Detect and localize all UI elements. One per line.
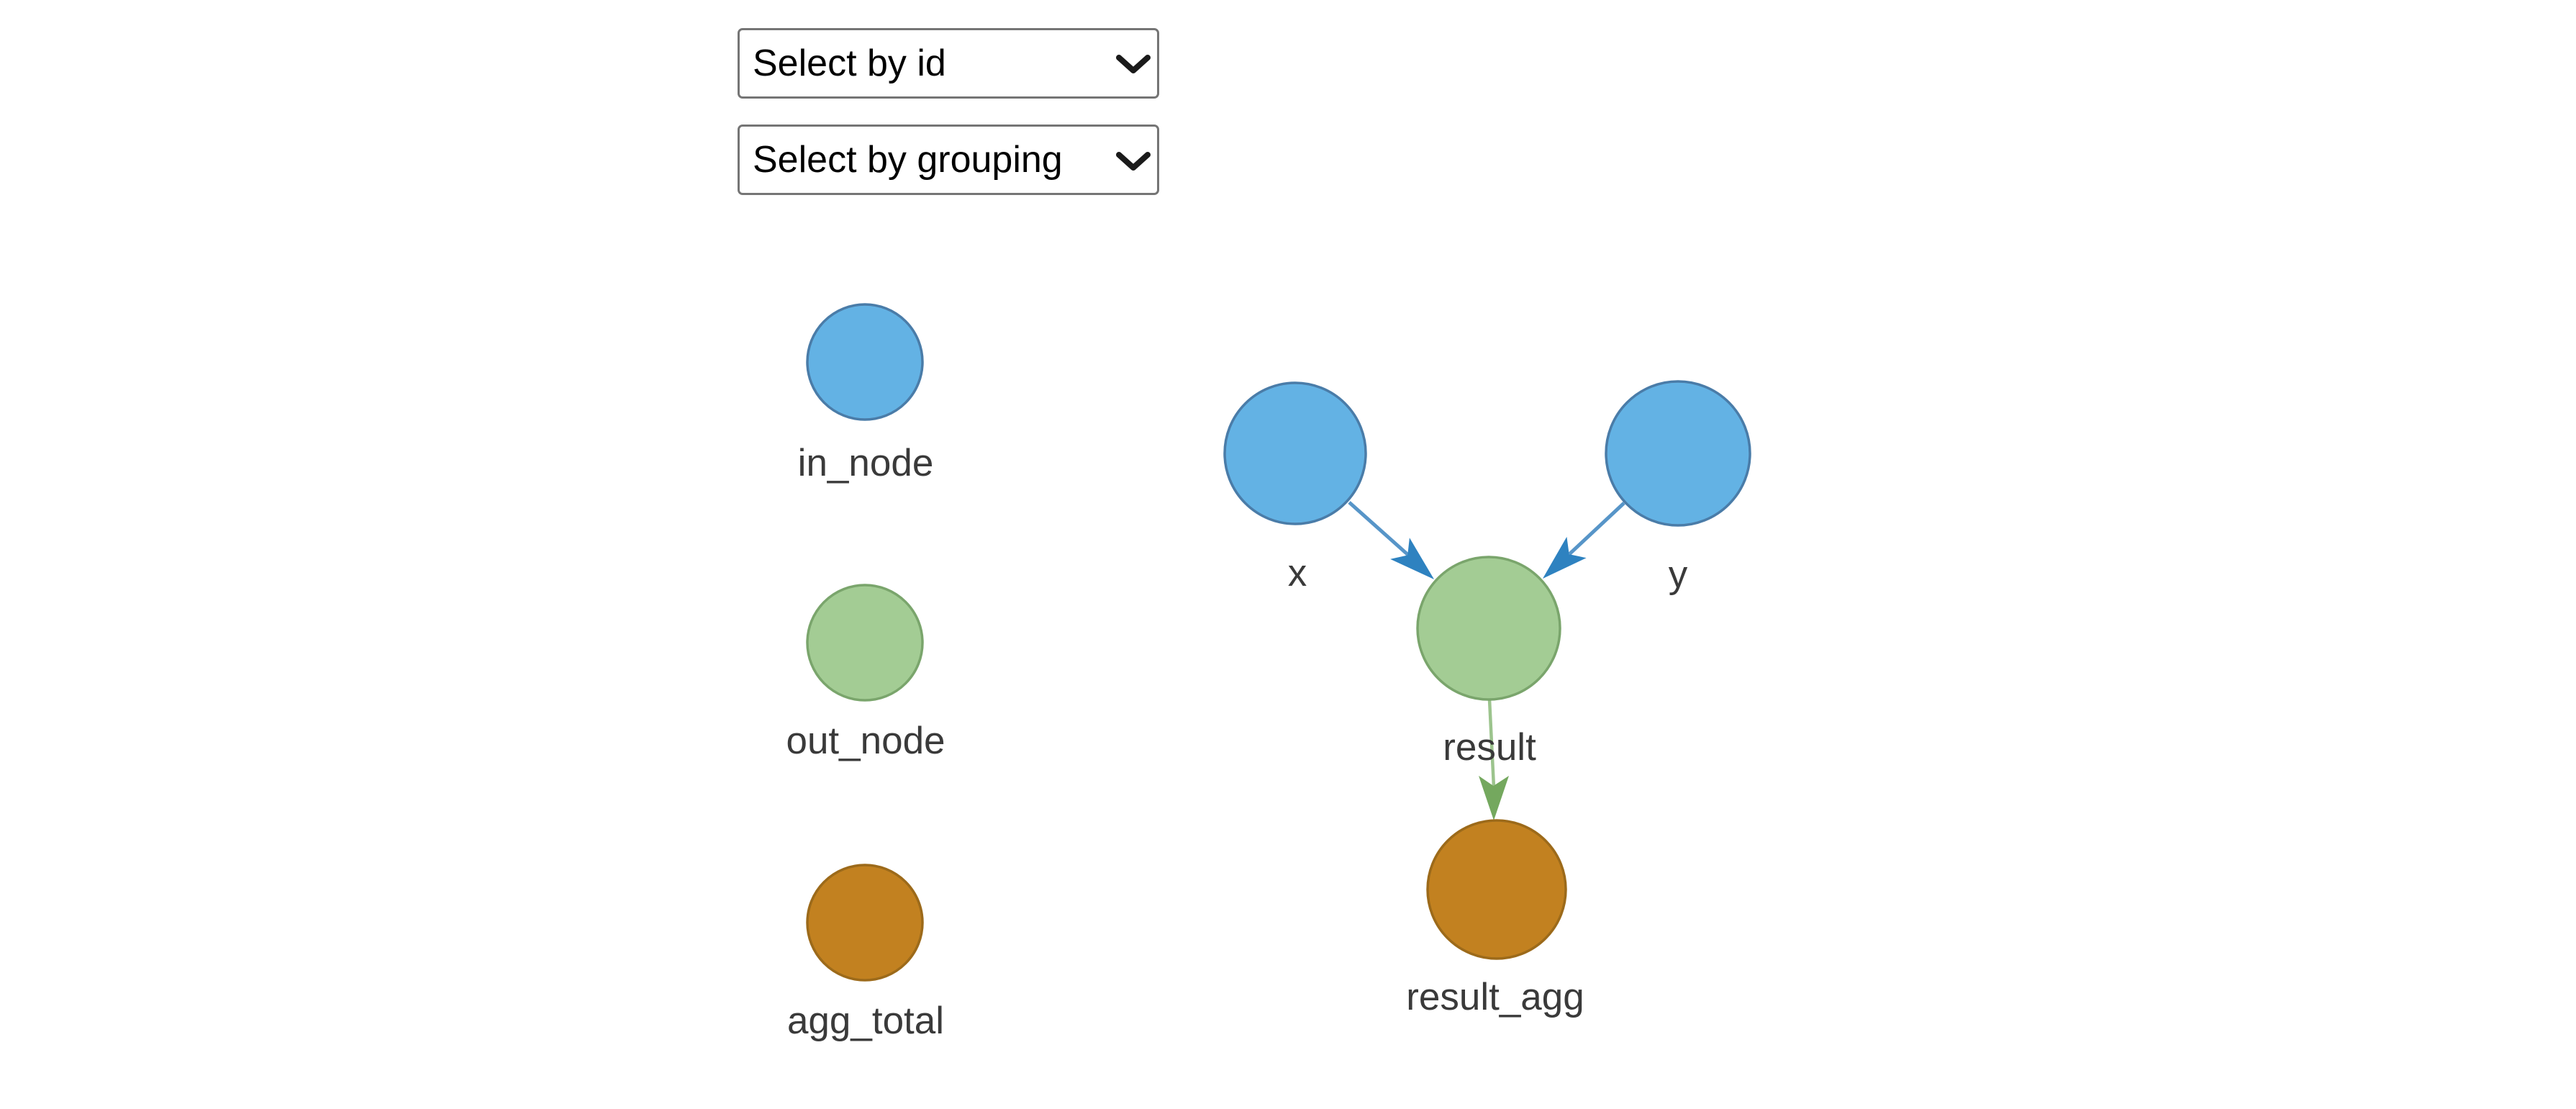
- edge-y-to-result: [1568, 502, 1625, 556]
- legend-swatch-agg-total: [806, 864, 924, 982]
- legend-swatch-in-node: [806, 303, 924, 421]
- node-result-agg[interactable]: [1426, 819, 1567, 960]
- node-label-result: result: [1443, 726, 1536, 769]
- node-x[interactable]: [1223, 381, 1367, 525]
- graph-nodes: [1223, 380, 1751, 960]
- legend-label-out-node: out_node: [786, 720, 945, 762]
- select-by-grouping-dropdown[interactable]: Select by grouping: [738, 125, 1159, 195]
- legend-label-in-node: in_node: [798, 442, 934, 484]
- node-label-result-agg: result_agg: [1406, 976, 1584, 1018]
- node-result[interactable]: [1416, 556, 1561, 701]
- legend-label-agg-total: agg_total: [787, 1000, 944, 1042]
- edge-result-to-result-agg: [1487, 699, 1496, 788]
- graph-node-labels: x y result result_agg: [1288, 552, 1688, 1018]
- arrowhead-x-to-result: [1390, 538, 1434, 579]
- legend-swatch-out-node: [806, 584, 924, 702]
- select-by-id-dropdown[interactable]: Select by id: [738, 28, 1159, 99]
- node-label-x: x: [1288, 552, 1307, 594]
- arrowhead-y-to-result: [1543, 536, 1587, 579]
- node-label-y: y: [1669, 553, 1688, 596]
- edge-x-to-result: [1348, 501, 1410, 557]
- arrowhead-result-to-result-agg: [1479, 776, 1509, 820]
- legend: in_node out_node agg_total: [786, 303, 945, 1042]
- graph-edges: [1348, 501, 1625, 820]
- node-y[interactable]: [1605, 380, 1751, 527]
